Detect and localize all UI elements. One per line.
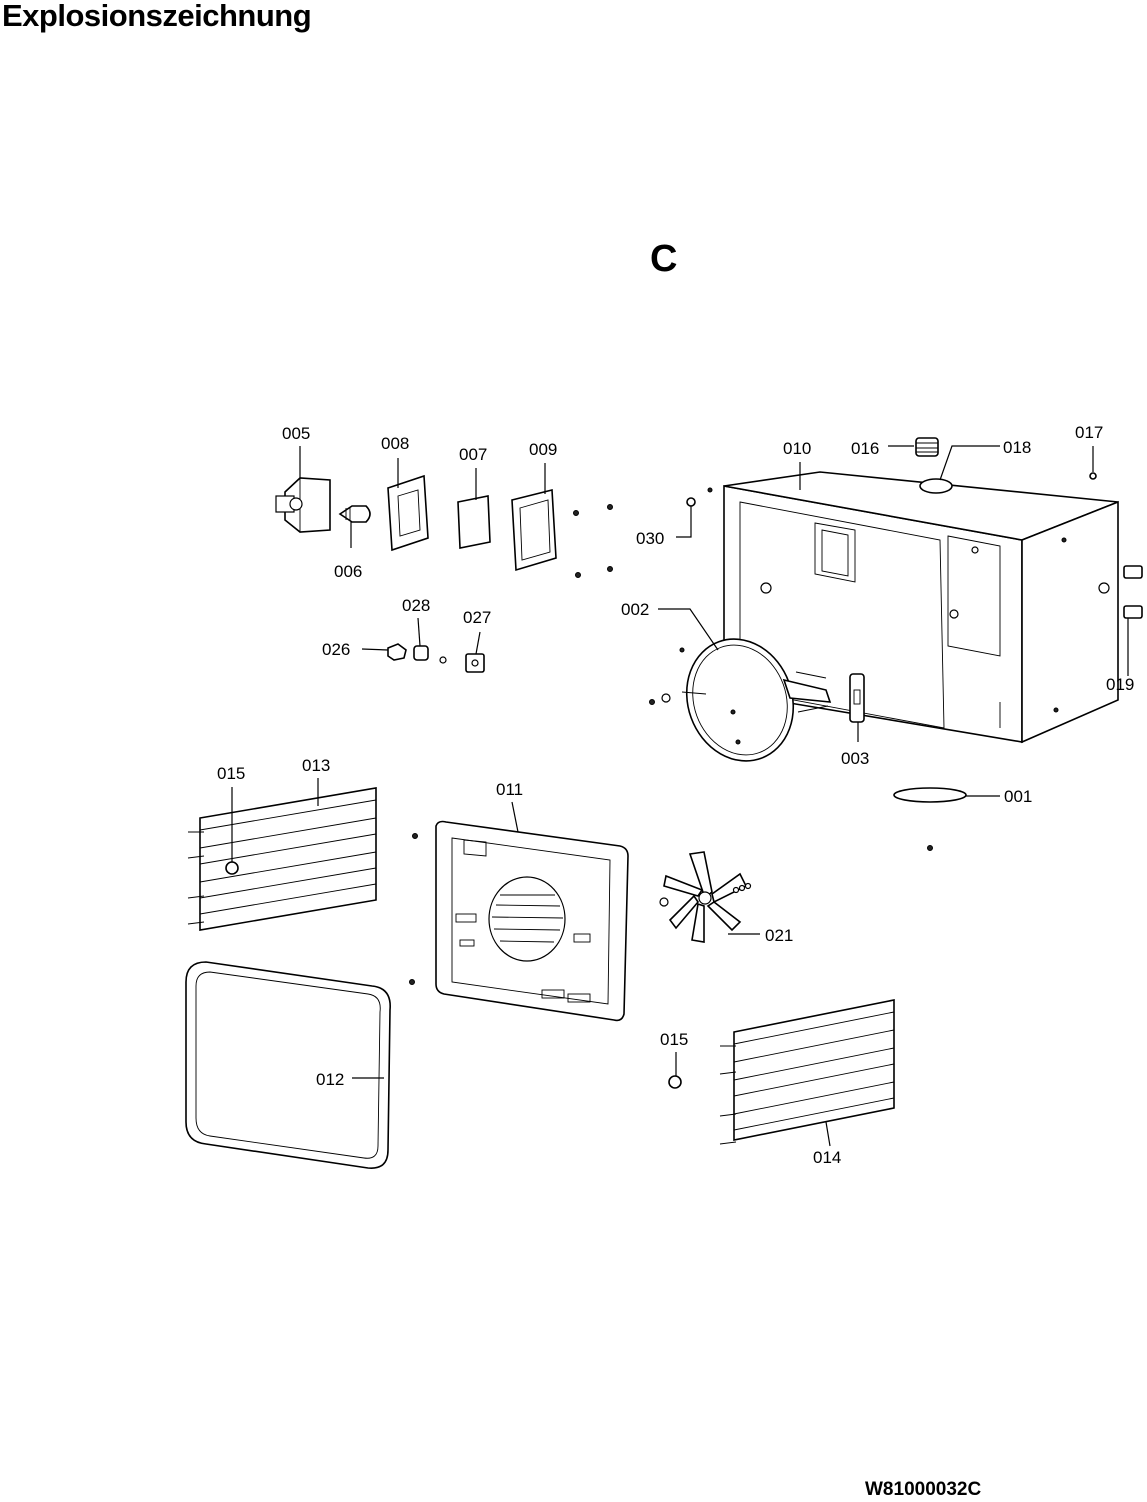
- label-015-left: 015: [217, 764, 245, 783]
- label-010: 010: [783, 439, 811, 458]
- part-027-plate: [465, 653, 485, 673]
- part-026-thermostat-sensor: [387, 643, 407, 661]
- part-021-fan-blade: [659, 851, 752, 943]
- label-018: 018: [1003, 438, 1031, 457]
- document-code: W81000032C: [865, 1479, 982, 1500]
- label-017: 017: [1075, 423, 1103, 442]
- label-016: 016: [851, 439, 879, 458]
- label-007: 007: [459, 445, 487, 464]
- label-006: 006: [334, 562, 362, 581]
- part-030-screw: [686, 497, 696, 507]
- small-washer: [439, 656, 447, 664]
- part-015-bush-right: [668, 1075, 682, 1089]
- label-015-right: 015: [660, 1030, 688, 1049]
- part-028-nut: [413, 645, 429, 661]
- part-016-grommet: [915, 437, 939, 457]
- part-011-fan-cover: [409, 820, 629, 1022]
- part-018-seal: [919, 478, 953, 494]
- part-002-heating-element: [649, 638, 832, 762]
- label-009: 009: [529, 440, 557, 459]
- label-014: 014: [813, 1148, 841, 1167]
- label-012: 012: [316, 1070, 344, 1089]
- screws-lamp: [573, 504, 613, 578]
- label-002: 002: [621, 600, 649, 619]
- label-021: 021: [765, 926, 793, 945]
- label-003: 003: [841, 749, 869, 768]
- label-026: 026: [322, 640, 350, 659]
- label-030: 030: [636, 529, 664, 548]
- part-001-disc: [893, 787, 967, 851]
- leader-lines: [231, 445, 1129, 1147]
- label-013: 013: [302, 756, 330, 775]
- part-006-bulb: [338, 505, 371, 523]
- part-007-glass: [457, 495, 491, 549]
- part-009-lamp-frame: [511, 488, 557, 572]
- label-008: 008: [381, 434, 409, 453]
- part-012-door-seal: [185, 961, 391, 1169]
- label-011: 011: [496, 780, 523, 799]
- label-019: 019: [1106, 675, 1134, 694]
- part-008-gasket: [387, 474, 429, 552]
- label-027: 027: [463, 608, 491, 627]
- part-019-connectors: [1123, 565, 1143, 619]
- section-letter: C: [650, 238, 678, 280]
- page-title: Explosionszeichnung: [2, 0, 312, 33]
- part-014-shelf-rail-right: [719, 999, 895, 1145]
- label-001: 001: [1004, 787, 1032, 806]
- part-labels: 005 008 007 009 006 010 016 018 017 030 …: [217, 423, 1134, 1167]
- part-010-oven-cavity: [707, 471, 1119, 744]
- part-003-plate: [849, 673, 865, 723]
- part-017-pin: [1089, 472, 1097, 480]
- part-005-lamp-holder: [275, 477, 331, 533]
- part-013-shelf-rail-left: [187, 787, 377, 931]
- label-028: 028: [402, 596, 430, 615]
- label-005: 005: [282, 424, 310, 443]
